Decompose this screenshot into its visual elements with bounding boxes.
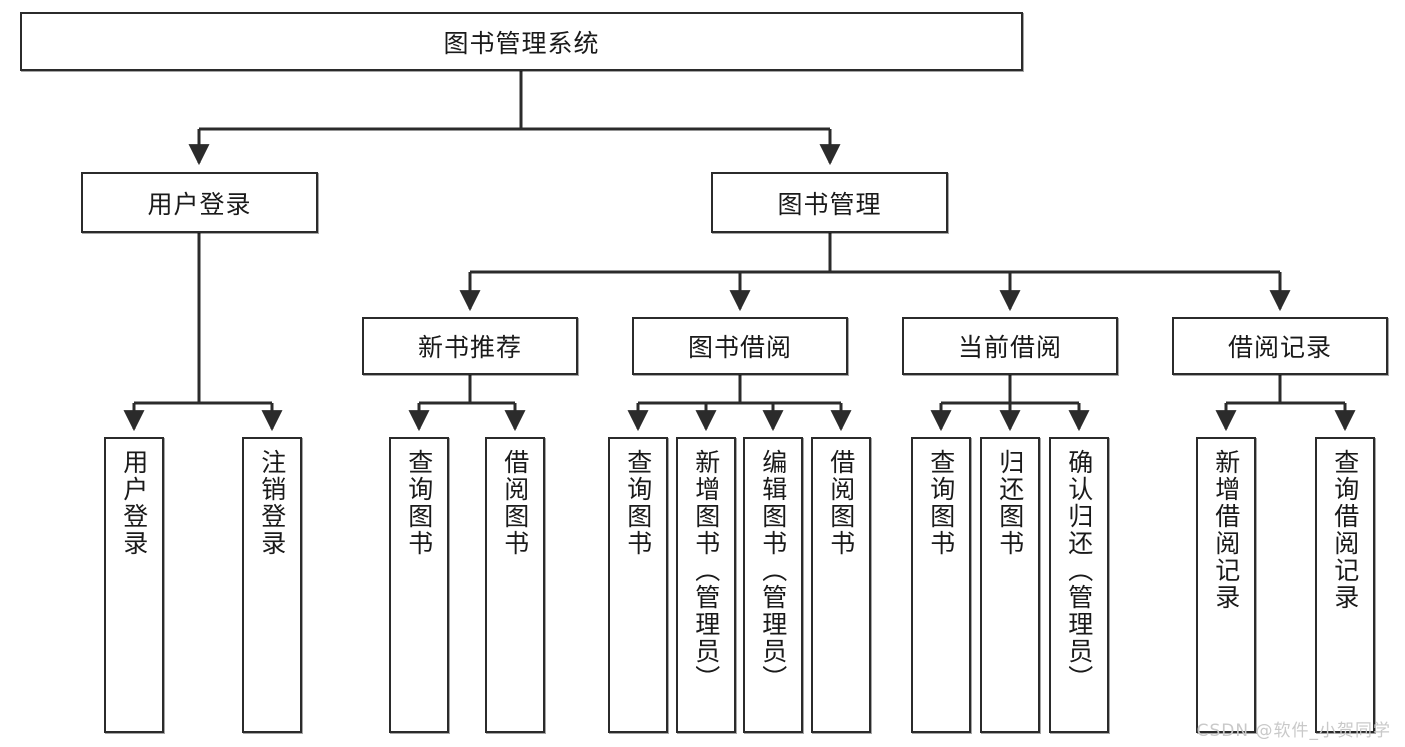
node-label: 查询图书	[926, 449, 956, 557]
node-label: 当前借阅	[957, 333, 1062, 362]
node-label: 注销登录	[257, 449, 287, 557]
node-label: 新增图书（管理员）	[691, 449, 721, 692]
node-leaf-return-book[interactable]: 归还图书	[980, 437, 1040, 733]
node-book-management-system[interactable]: 图书管理系统	[20, 12, 1023, 71]
node-label: 查询借阅记录	[1330, 449, 1360, 611]
node-borrow-record[interactable]: 借阅记录	[1172, 317, 1388, 375]
node-leaf-add-record[interactable]: 新增借阅记录	[1196, 437, 1256, 733]
csdn-watermark: CSDN @软件_小贺同学	[1196, 721, 1391, 741]
node-user-login[interactable]: 用户登录	[81, 172, 318, 233]
node-leaf-logout-login[interactable]: 注销登录	[242, 437, 302, 733]
node-leaf-user-login[interactable]: 用户登录	[104, 437, 164, 733]
node-label: 用户登录	[147, 189, 252, 219]
node-label: 编辑图书（管理员）	[758, 449, 788, 692]
node-book-borrow[interactable]: 图书借阅	[632, 317, 848, 375]
node-book-manage[interactable]: 图书管理	[711, 172, 948, 233]
node-label: 新增借阅记录	[1211, 449, 1241, 611]
node-leaf-query-record[interactable]: 查询借阅记录	[1315, 437, 1375, 733]
node-leaf-borrow-book-2[interactable]: 借阅图书	[811, 437, 871, 733]
node-label: 用户登录	[119, 449, 149, 557]
node-leaf-query-book-1[interactable]: 查询图书	[389, 437, 449, 733]
node-leaf-edit-book[interactable]: 编辑图书（管理员）	[743, 437, 803, 733]
node-label: 图书管理系统	[443, 28, 600, 58]
node-label: 借阅图书	[826, 449, 856, 557]
node-label: 借阅记录	[1227, 333, 1332, 362]
node-label: 确认归还（管理员）	[1064, 449, 1094, 692]
node-label: 借阅图书	[500, 449, 530, 557]
node-leaf-borrow-book-1[interactable]: 借阅图书	[485, 437, 545, 733]
node-label: 查询图书	[404, 449, 434, 557]
node-leaf-confirm-return[interactable]: 确认归还（管理员）	[1049, 437, 1109, 733]
node-label: 查询图书	[623, 449, 653, 557]
node-current-borrow[interactable]: 当前借阅	[902, 317, 1118, 375]
node-label: 新书推荐	[417, 333, 522, 362]
node-label: 图书借阅	[687, 333, 792, 362]
node-leaf-query-book-2[interactable]: 查询图书	[608, 437, 668, 733]
node-leaf-add-book[interactable]: 新增图书（管理员）	[676, 437, 736, 733]
node-label: 图书管理	[777, 189, 882, 219]
node-leaf-query-book-3[interactable]: 查询图书	[911, 437, 971, 733]
node-new-book-recommend[interactable]: 新书推荐	[362, 317, 578, 375]
node-label: 归还图书	[995, 449, 1025, 557]
